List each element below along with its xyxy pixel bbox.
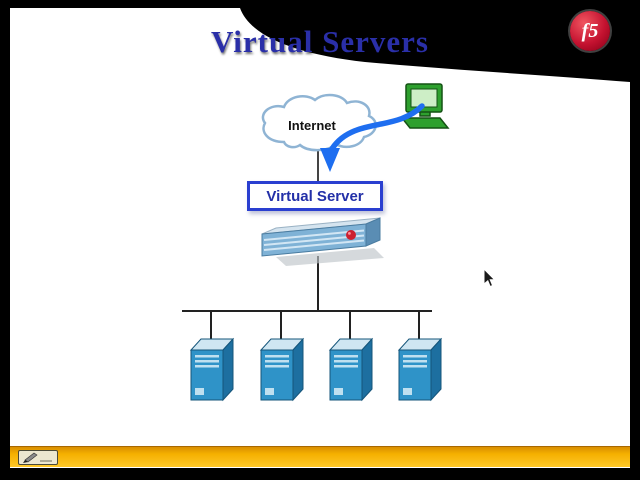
- server-drop-line: [210, 312, 212, 339]
- network-bus-line: [182, 310, 432, 312]
- swoosh-shape: [240, 8, 630, 82]
- cloud-to-virtualserver-line: [317, 150, 319, 184]
- slide-title: Virtual Servers: [211, 24, 429, 59]
- internet-label: Internet: [288, 118, 336, 133]
- virtual-server-label: Virtual Server: [266, 187, 364, 205]
- mouse-cursor-icon: [483, 268, 496, 288]
- server-tower-icon: [397, 337, 443, 402]
- pen-tool-button[interactable]: [18, 450, 58, 465]
- server-drop-line: [349, 312, 351, 339]
- bigip-appliance-icon: [261, 217, 384, 266]
- connection-arrow-icon: [320, 103, 425, 172]
- bottom-toolbar: [10, 446, 630, 467]
- server-tower-icon: [189, 337, 235, 402]
- virtual-server-box: Virtual Server: [247, 181, 383, 211]
- server-tower-icon: [259, 337, 305, 402]
- trunk-line: [317, 256, 319, 312]
- desktop-computer-icon: [400, 83, 450, 129]
- server-drop-line: [418, 312, 420, 339]
- server-tower-icon: [328, 337, 374, 402]
- f5-logo-icon: f5: [570, 11, 610, 51]
- presentation-slide: Virtual Servers f5 Internet Virtual Serv…: [10, 8, 630, 468]
- f5-logo-text: f5: [581, 19, 599, 42]
- pen-tool-icon: [23, 452, 52, 463]
- server-drop-line: [280, 312, 282, 339]
